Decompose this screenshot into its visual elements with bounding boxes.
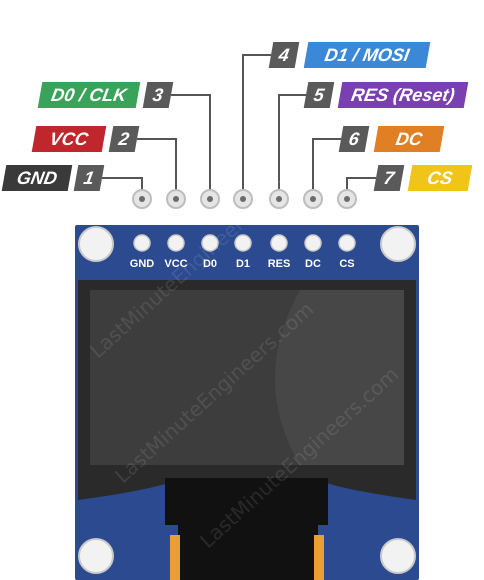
- silkscreen-label-5: RES: [267, 258, 291, 270]
- wire-pin-5: [278, 94, 306, 191]
- header-pin-hole-3: [207, 196, 213, 202]
- wire-pin-4: [242, 54, 271, 191]
- board-pad-5: [270, 234, 288, 252]
- mounting-hole-bottom-right: [380, 538, 416, 574]
- ribbon-connector: [165, 478, 328, 580]
- pin-number-3: 3: [142, 82, 174, 108]
- header-pin-hole-1: [139, 196, 145, 202]
- pin-number-7: 7: [373, 165, 405, 191]
- pin-number-1: 1: [73, 165, 105, 191]
- silkscreen-label-1: GND: [129, 258, 155, 270]
- pin-number-5: 5: [303, 82, 335, 108]
- silkscreen-label-7: CS: [339, 258, 355, 270]
- wire-pin-3: [171, 94, 211, 191]
- silkscreen-label-3: D0: [202, 258, 218, 270]
- silkscreen-label-6: DC: [305, 258, 321, 270]
- pin-wires: [102, 54, 376, 191]
- header-pin-hole-7: [344, 196, 350, 202]
- mounting-hole-top-left: [78, 226, 114, 262]
- wire-pin-2: [137, 138, 177, 191]
- mounting-hole-top-right: [380, 226, 416, 262]
- silkscreen-label-2: VCC: [164, 258, 188, 270]
- header-pins: [132, 189, 357, 252]
- header-pin-hole-4: [240, 196, 246, 202]
- wire-pin-1: [102, 177, 143, 191]
- wire-pin-7: [346, 177, 376, 191]
- pin-name-4: D1 / MOSI: [303, 42, 431, 68]
- board-pad-2: [167, 234, 185, 252]
- pin-name-7: CS: [407, 165, 473, 191]
- wire-pin-6: [312, 138, 341, 191]
- pin-name-5: RES (Reset): [337, 82, 469, 108]
- pin-name-3: D0 / CLK: [37, 82, 141, 108]
- pin-number-6: 6: [338, 126, 370, 152]
- board-pad-4: [234, 234, 252, 252]
- board-pad-3: [201, 234, 219, 252]
- pin-name-6: DC: [373, 126, 445, 152]
- mounting-hole-bottom-left: [78, 538, 114, 574]
- board-pad-1: [133, 234, 151, 252]
- oled-module-board: [75, 225, 419, 580]
- header-pin-hole-2: [173, 196, 179, 202]
- board-pad-6: [304, 234, 322, 252]
- pin-number-4: 4: [268, 42, 300, 68]
- header-pin-hole-6: [310, 196, 316, 202]
- board-pad-7: [338, 234, 356, 252]
- pin-number-2: 2: [108, 126, 140, 152]
- pin-name-2: VCC: [31, 126, 107, 152]
- header-pin-hole-5: [276, 196, 282, 202]
- silkscreen-label-4: D1: [235, 258, 251, 270]
- pin-name-1: GND: [1, 165, 73, 191]
